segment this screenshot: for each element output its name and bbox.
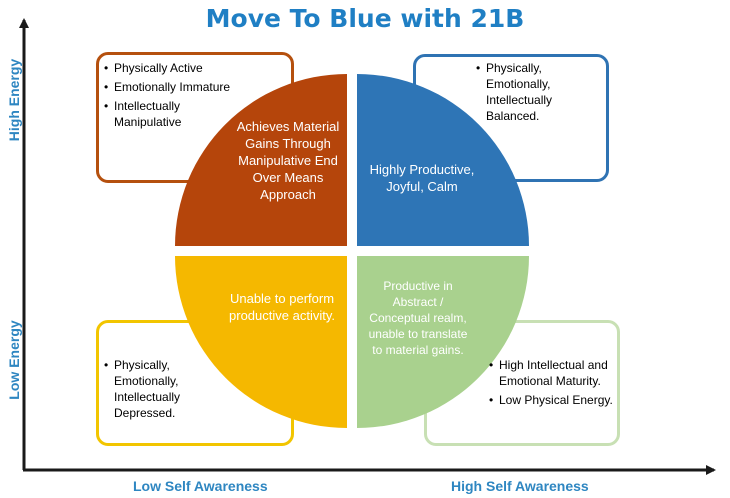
list-item: Emotionally Immature [104,79,234,95]
page-title: Move To Blue with 21B [205,4,525,33]
quadrant-bottom-left-text: Unable to perform productive activity. [229,291,335,323]
quadrant-bottom-left-wedge [175,256,347,428]
list-item: High Intellectual and Emotional Maturity… [489,357,619,389]
quadrant-top-left-wedge [175,74,347,246]
quadrant-top-right-text: Highly Productive, Joyful, Calm [369,162,475,194]
x-axis-label-high: High Self Awareness [451,478,589,494]
top-right-traits-list: Physically, Emotionally, Intellectually … [476,60,596,127]
list-item: Physically, Emotionally, Intellectually … [104,357,224,421]
list-item: Physically Active [104,60,234,76]
bottom-right-traits-list: High Intellectual and Emotional Maturity… [489,357,619,411]
list-item: Intellectually Manipulative [104,98,234,130]
quadrant-top-right-wedge [357,74,529,246]
quadrant-bottom-right-text: Productive in Abstract / Conceptual real… [368,279,468,357]
quadrant-top-left-text: Achieves Material Gains Through Manipula… [236,119,340,202]
top-left-traits-list: Physically Active Emotionally Immature I… [104,60,234,133]
list-item: Low Physical Energy. [489,392,619,408]
quadrant-bottom-right-wedge [357,256,529,428]
list-item: Physically, Emotionally, Intellectually … [476,60,596,124]
x-axis-label-low: Low Self Awareness [133,478,268,494]
bottom-left-traits-list: Physically, Emotionally, Intellectually … [104,357,224,424]
